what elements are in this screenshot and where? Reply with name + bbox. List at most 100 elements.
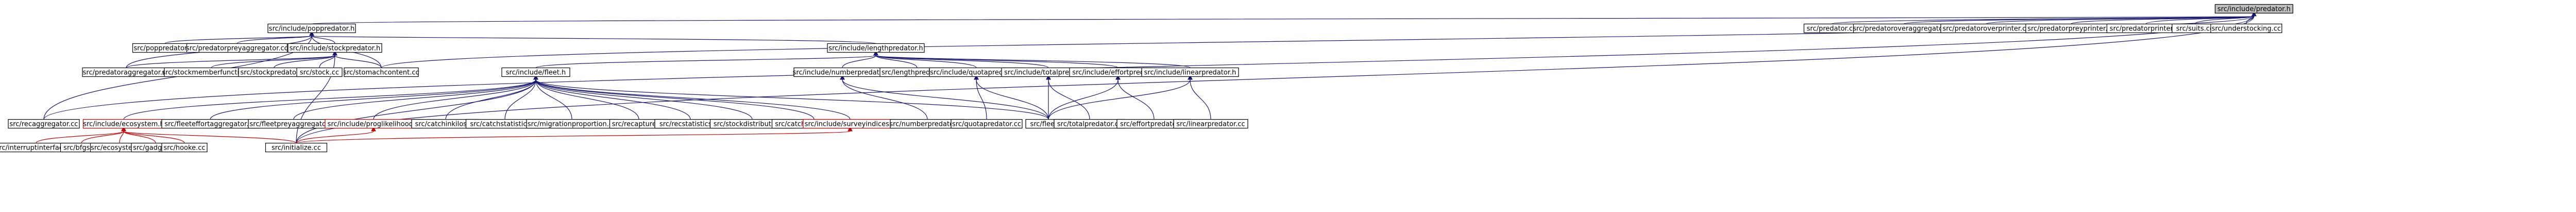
node-box [265,142,328,153]
node-label: src/predatoroverprinter.cc [1942,25,2029,33]
edge-interruptinterface-cc-to-ecosystem-h [36,126,126,144]
graph-node-understocking-cc[interactable]: src/understocking.cc [2210,23,2282,34]
node-label: src/numberpredator.cc [889,121,965,128]
node-label: src/effortpredator.cc [1120,121,1188,128]
node-label: src/predatoraggregator.cc [83,69,170,77]
node-label: src/include/ecosystem.h [83,121,164,128]
graph-node-predatoroverprinter-cc[interactable]: src/predatoroverprinter.cc [1940,23,2032,34]
node-label: src/include/poppredator.h [269,25,354,33]
edge-gadget-cc-to-ecosystem-h [121,126,156,143]
edge-migrationproportion-cc-to-fleet-h [533,74,572,120]
graph-node-proglikelihood-h[interactable]: src/include/proglikelihood.h [325,119,422,129]
edge-initialize-cc-to-surveyindices-h [296,126,853,144]
graph-node-surveyindices-h[interactable]: src/include/surveyindices.h [803,119,897,129]
graph-node-stomachcontent-cc[interactable]: src/stomachcontent.cc [343,67,419,77]
graph-node-predator-h[interactable]: src/include/predator.h [2214,4,2294,14]
edge-totalpredator-cc-to-totalpredator-h [1046,74,1090,120]
graph-node-quotapredator-cc[interactable]: src/quotapredator.cc [951,119,1023,129]
graph-node-ecosystem-h[interactable]: src/include/ecosystem.h [82,119,165,129]
node-label: src/fleeteffortaggregator.cc [164,121,256,128]
node-label: src/predatoroveraggregator.cc [1853,25,1954,33]
edge-initialize-cc-to-ecosystem-h [121,126,297,144]
edge-stockpredator-cc-to-stockpredator-h [274,50,337,68]
node-label: src/include/quotapredator.h [930,69,1022,77]
edge-stomachcontent-cc-to-stockpredator-h [332,50,382,68]
graph-node-lengthpredator-h[interactable]: src/include/lengthpredator.h [827,43,925,53]
node-label: src/predatorpreyprinter.cc [2027,25,2114,33]
edge-predatorpreyaggregator-cc-to-poppredator-h [236,30,314,44]
edge-fleetpreyaggregator-cc-to-fleet-h [293,74,538,120]
edge-proglikelihood-h-to-fleet-h [373,74,538,120]
edge-recaggregator-cc-to-predator-h [43,11,2257,120]
node-label: src/include/stockpredator.h [290,45,380,53]
graph-node-fleet-h[interactable]: src/include/fleet.h [501,67,570,77]
graph-node-fleeteffortaggregator-cc[interactable]: src/fleeteffortaggregator.cc [161,119,259,129]
graph-node-stockpredator-cc[interactable]: src/stockpredator.cc [238,67,310,77]
node-label: src/predator.cc [1807,25,1857,33]
edge-suits-cc-to-predator-h [2194,11,2257,25]
graph-nodes: src/include/predator.h src/include/poppre… [0,4,2294,153]
graph-node-effortpredator-cc[interactable]: src/effortpredator.cc [1116,119,1192,129]
node-label: src/include/effortpredator.h [1072,69,1163,77]
graph-node-predatoroveraggregator-cc[interactable]: src/predatoroveraggregator.cc [1853,23,1955,34]
node-label: src/predatorprinter.cc [2110,25,2182,33]
edge-surveyindices-h-to-fleet-h [533,74,851,120]
edge-stockpredator-h-to-poppredator-h [309,30,335,44]
graph-node-recaggregator-cc[interactable]: src/recaggregator.cc [8,119,80,129]
graph-node-stockmemberfunctions-cc[interactable]: src/stockmemberfunctions.cc [162,67,261,77]
node-label: src/hooke.cc [164,144,206,152]
node-box [344,67,419,77]
node-label: src/include/proglikelihood.h [328,121,420,128]
edge-initialize-cc-to-proglikelihood-h [296,126,376,144]
graph-node-fleetpreyaggregator-cc[interactable]: src/fleetpreyaggregator.cc [248,119,340,129]
edge-fleet-h-to-lengthpredator-h [535,50,878,69]
node-box [1141,67,1239,77]
node-label: src/recstatistics.cc [659,121,721,128]
graph-node-poppredator-cc[interactable]: src/poppredator.cc [132,43,198,53]
node-box [2210,23,2282,34]
graph-node-predatoraggregator-cc[interactable]: src/predatoraggregator.cc [82,67,171,77]
edge-stockdistribution-cc-to-fleet-h [533,74,753,120]
graph-node-catchinkilos-cc[interactable]: src/catchinkilos.cc [411,119,480,129]
node-box [296,67,343,77]
graph-node-linearpredator-h[interactable]: src/include/linearpredator.h [1141,67,1239,77]
graph-node-initialize-cc[interactable]: src/initialize.cc [265,142,328,153]
graph-node-hooke-cc[interactable]: src/hooke.cc [161,142,208,153]
graph-node-migrationproportion-cc[interactable]: src/migrationproportion.cc [526,119,618,129]
graph-node-predatorpreyaggregator-cc[interactable]: src/predatorpreyaggregator.cc [186,43,288,53]
node-label: src/catchinkilos.cc [415,121,477,128]
node-label: src/understocking.cc [2212,25,2281,33]
graph-node-stockpredator-h[interactable]: src/include/stockpredator.h [287,43,382,53]
edge-catchdistribution-cc-to-fleet-h [533,74,815,120]
node-label: src/migrationproportion.cc [528,121,616,128]
node-label: src/predatorpreyaggregator.cc [186,45,288,53]
edge-fleet-cc-to-numberpredator-h [840,74,1049,120]
node-label: src/initialize.cc [272,144,321,152]
graph-node-totalpredator-cc[interactable]: src/totalpredator.cc [1054,119,1126,129]
edge-ecosystem-cc-to-ecosystem-h [119,126,126,143]
node-label: src/suits.cc [2176,25,2213,33]
graph-node-quotapredator-h[interactable]: src/include/quotapredator.h [929,67,1024,77]
graph-node-predatorpreyprinter-cc[interactable]: src/predatorpreyprinter.cc [2025,23,2117,34]
graph-node-linearpredator-cc[interactable]: src/linearpredator.cc [1173,119,1248,129]
graph-node-suits-cc[interactable]: src/suits.cc [2172,23,2218,34]
edge-numberpredator-cc-to-numberpredator-h [840,74,928,120]
node-label: src/fleetpreyaggregator.cc [249,121,337,128]
graph-node-predatorprinter-cc[interactable]: src/predatorprinter.cc [2106,23,2185,34]
graph-node-recstatistics-cc[interactable]: src/recstatistics.cc [654,119,726,129]
graph-node-poppredator-h[interactable]: src/include/poppredator.h [267,23,356,34]
edge-linearpredator-cc-to-linearpredator-h [1188,74,1211,120]
edge-lengthpredator-h-to-poppredator-h [309,31,876,44]
edge-fleeteffortaggregator-cc-to-fleet-h [210,74,538,120]
node-label: src/catchstatistics.cc [470,121,539,128]
graph-node-numberpredator-cc[interactable]: src/numberpredator.cc [889,119,965,129]
node-box [161,142,208,153]
graph-node-catchstatistics-cc[interactable]: src/catchstatistics.cc [465,119,545,129]
edge-predatoraggregator-cc-to-stockpredator-h [126,50,337,69]
edge-bfgs-cc-to-ecosystem-h [81,126,126,143]
node-label: src/include/numberpredator.h [793,69,892,77]
graph-node-predator-cc[interactable]: src/predator.cc [1803,23,1860,34]
graph-node-stock-cc[interactable]: src/stock.cc [296,67,343,77]
graph-node-numberpredator-h[interactable]: src/include/numberpredator.h [793,67,892,77]
edge-stock-cc-to-stockpredator-h [319,50,337,68]
